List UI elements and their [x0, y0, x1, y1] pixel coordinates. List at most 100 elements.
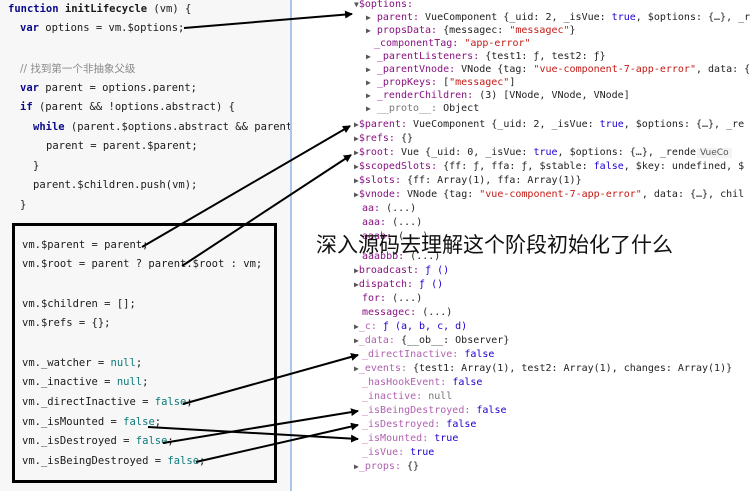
collapsed-arrow-icon[interactable]: ▶: [354, 134, 359, 143]
prop-key: _directInactive:: [362, 349, 459, 360]
prop-bool: true: [599, 119, 624, 130]
prop-bool: false: [470, 405, 507, 416]
tree-node-data[interactable]: ▶_data: {__ob__: Observer}: [354, 334, 509, 347]
collapsed-arrow-icon[interactable]: ▶: [354, 462, 359, 471]
code-text: vm._inactive =: [22, 376, 117, 388]
code-line: while (parent.$options.abstract && paren…: [33, 120, 290, 134]
code-line: var parent = options.parent;: [20, 81, 197, 95]
prop-bool: false: [458, 349, 495, 360]
code-line: vm._isMounted = false;: [22, 415, 161, 429]
code-literal: null: [110, 357, 136, 369]
tree-node-broadcast[interactable]: ▶broadcast: ƒ (): [354, 264, 449, 277]
tree-node-dispatch[interactable]: ▶dispatch: ƒ (): [354, 278, 443, 291]
collapsed-arrow-icon[interactable]: ▶: [366, 91, 371, 100]
code-literal: false: [135, 435, 168, 447]
collapsed-arrow-icon[interactable]: ▶: [366, 104, 371, 113]
tree-node-c[interactable]: ▶_c: ƒ (a, b, c, d): [354, 320, 467, 333]
tree-node-options[interactable]: ▼$options:: [354, 0, 413, 11]
code-line: function initLifecycle (vm) {: [8, 2, 191, 16]
code-text: ;: [135, 357, 143, 369]
tree-node-hashookevent: _hasHookEvent: false: [362, 376, 482, 389]
tree-node-parentlisteners[interactable]: ▶ _parentListeners: {test1: ƒ, test2: ƒ}: [366, 50, 606, 63]
prop-value: , data: {: [695, 64, 750, 75]
highlight-box: [12, 223, 277, 483]
collapsed-arrow-icon[interactable]: ▶: [354, 266, 359, 275]
prop-key: _c:: [358, 321, 377, 332]
tree-node-proto[interactable]: ▶ __proto__: Object: [366, 102, 479, 115]
code-text: (parent.$options.abstract && parent.: [64, 121, 290, 133]
code-line: var options = vm.$options;: [20, 21, 184, 35]
code-line: parent.$children.push(vm);: [33, 179, 198, 191]
tree-node-aa[interactable]: aa: (...): [362, 202, 416, 215]
tree-node-events[interactable]: ▶_events: {test1: Array(1), test2: Array…: [354, 362, 732, 375]
code-text: vm._isDestroyed =: [22, 435, 136, 447]
expanded-arrow-icon[interactable]: ▼: [354, 0, 359, 9]
prop-key: _propKeys:: [376, 77, 438, 88]
prop-key: aaab:: [362, 231, 393, 242]
prop-value: (...): [404, 251, 441, 262]
collapsed-arrow-icon[interactable]: ▶: [354, 162, 359, 171]
collapsed-arrow-icon[interactable]: ▶: [354, 364, 359, 373]
tree-node-isbeingdestroyed: _isBeingDestroyed: false: [362, 404, 507, 417]
prop-bool: true: [428, 433, 459, 444]
tree-node-parentvnode[interactable]: ▶ _parentVnode: VNode {tag: "vue-compone…: [366, 63, 750, 76]
prop-value: {test1: ƒ, test2: ƒ}: [479, 51, 606, 62]
tree-node-propsdata[interactable]: ▶ propsData: {messagec: "messagec"}: [366, 24, 576, 37]
prop-value: (...): [416, 307, 453, 318]
collapsed-arrow-icon[interactable]: ▶: [354, 176, 359, 185]
prop-bool: false: [593, 161, 624, 172]
code-line: vm.$parent = parent;: [22, 239, 149, 251]
prop-bool: true: [533, 147, 558, 158]
collapsed-arrow-icon[interactable]: ▶: [366, 78, 371, 87]
collapsed-arrow-icon[interactable]: ▶: [354, 280, 359, 289]
prop-value: Vue {_uid: 0, _isVue:: [394, 147, 534, 158]
prop-key: aa:: [362, 203, 381, 214]
collapsed-arrow-icon[interactable]: ▶: [366, 52, 371, 61]
pane-divider[interactable]: [290, 0, 292, 491]
tree-node-propkeys[interactable]: ▶ _propKeys: ["messagec"]: [366, 76, 515, 89]
keyword: if: [20, 101, 33, 113]
prop-value: }: [569, 25, 576, 36]
collapsed-arrow-icon[interactable]: ▶: [366, 13, 371, 22]
collapsed-arrow-icon[interactable]: ▶: [354, 336, 359, 345]
collapsed-arrow-icon[interactable]: ▶: [354, 190, 359, 199]
code-literal: false: [123, 416, 155, 428]
prop-value: (...): [380, 203, 417, 214]
tree-node-aaa[interactable]: aaa: (...): [362, 216, 422, 229]
vue-component-tooltip: VueCo: [697, 148, 732, 158]
collapsed-arrow-icon[interactable]: ▶: [366, 26, 371, 35]
tree-node-vnode[interactable]: ▶$vnode: VNode {tag: "vue-component-7-ap…: [354, 188, 744, 201]
source-code-pane: function initLifecycle (vm) { var option…: [0, 0, 290, 491]
prop-key: broadcast:: [358, 265, 420, 276]
tree-node-root[interactable]: ▶$root: Vue {_uid: 0, _isVue: true, $opt…: [354, 146, 732, 159]
collapsed-arrow-icon[interactable]: ▶: [354, 120, 359, 129]
code-line: if (parent && !options.abstract) {: [20, 100, 235, 114]
tree-node-props[interactable]: ▶_props: {}: [354, 460, 419, 473]
collapsed-arrow-icon[interactable]: ▶: [354, 322, 359, 331]
tree-node-messagec[interactable]: messagec: (...): [362, 306, 452, 319]
code-literal: null: [116, 376, 143, 388]
code-line: vm._inactive = null;: [22, 375, 148, 389]
prop-value: ƒ (): [413, 279, 444, 290]
tree-node-renderchildren[interactable]: ▶ _renderChildren: (3) [VNode, VNode, VN…: [366, 89, 630, 102]
tree-node-refs[interactable]: ▶$refs: {}: [354, 132, 413, 145]
tree-node-scopedslots[interactable]: ▶$scopedSlots: {ff: ƒ, ffa: ƒ, $stable: …: [354, 160, 744, 173]
annotation-text: 深入源码去理解这个阶段初始化了什么: [316, 233, 673, 257]
prop-key: for:: [362, 293, 387, 304]
tree-node-aaabbb[interactable]: aaabbb: (...): [362, 250, 440, 263]
prop-key: _isDestroyed:: [362, 419, 441, 430]
prop-string: "messagec": [509, 25, 570, 36]
tree-node-aaab[interactable]: aaab: (...): [362, 230, 428, 243]
tree-node-isvue: _isVue: true: [362, 446, 434, 459]
tree-node-for[interactable]: for: (...): [362, 292, 422, 305]
collapsed-arrow-icon[interactable]: ▶: [354, 148, 359, 157]
prop-value: VNode {tag:: [400, 189, 480, 200]
prop-value: VueComponent {_uid: 2, _isVue:: [419, 12, 612, 23]
tree-node-parent[interactable]: ▶ parent: VueComponent {_uid: 2, _isVue:…: [366, 11, 750, 24]
prop-key: $options:: [358, 0, 414, 10]
prop-key: _props:: [358, 461, 401, 472]
collapsed-arrow-icon[interactable]: ▶: [366, 65, 371, 74]
tree-node-dollar-parent[interactable]: ▶$parent: VueComponent {_uid: 2, _isVue:…: [354, 118, 744, 131]
tree-node-slots[interactable]: ▶$slots: {ff: Array(1), ffa: Array(1)}: [354, 174, 582, 187]
